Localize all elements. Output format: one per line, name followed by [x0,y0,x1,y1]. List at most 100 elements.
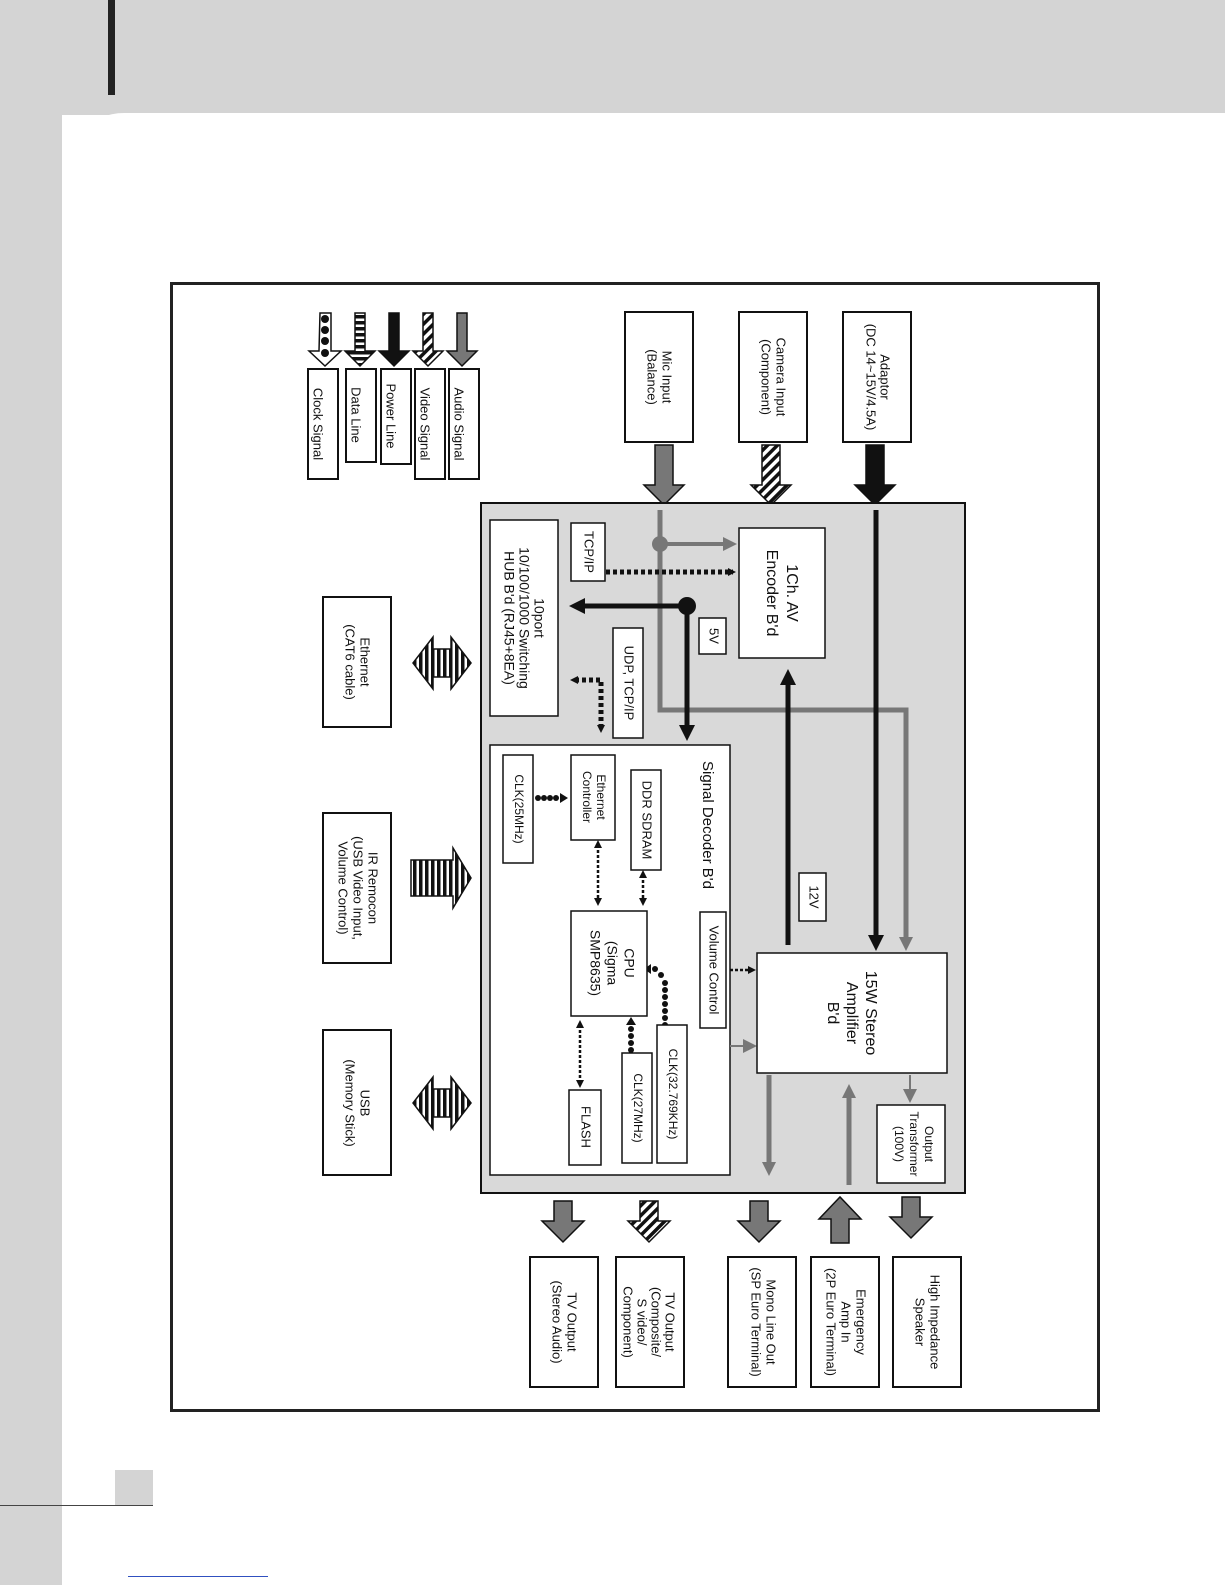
adaptor-power-arrow [853,444,897,507]
ddr-sdram-box: DDR SDRAM [630,769,662,871]
svg-text:(CAT6 cable): (CAT6 cable) [343,624,358,700]
legend: Audio Signal Video Signal Power Line Dat… [307,312,480,480]
svg-text:FLASH: FLASH [579,1106,594,1148]
ir-data-arrow [410,845,472,911]
svg-text:Component): Component) [621,1286,636,1358]
svg-text:Speaker: Speaker [913,1298,928,1347]
usb-data-arrow [412,1074,472,1132]
svg-text:TV Output: TV Output [565,1292,580,1352]
legend-clock-box [307,368,339,480]
svg-text:TV Output: TV Output [663,1292,678,1352]
svg-text:15W Stereo: 15W Stereo [862,971,879,1056]
svg-text:Ethernet: Ethernet [358,637,373,687]
high-impedance-speaker: High Impedance Speaker [888,1196,962,1388]
output-transformer-box: Output Transformer (100V) [876,1104,946,1184]
svg-text:Output: Output [922,1126,936,1163]
tcpip-label-box: TCP/IP [570,522,606,582]
svg-text:Mono Line Out: Mono Line Out [764,1279,779,1365]
legend-power-box [380,368,412,465]
legend-audio-arrow [445,312,479,368]
legend-power-arrow [377,312,411,368]
mic-audio-arrow [642,444,686,507]
svg-text:TCP/IP: TCP/IP [582,531,597,573]
clock-paths [535,793,668,1053]
legend-data-label: Data Line [349,387,364,443]
svg-text:(Sigma: (Sigma [604,941,620,986]
svg-text:CPU: CPU [621,948,637,978]
page-number-box [115,1470,153,1506]
data-paths [570,568,756,1088]
svg-text:Volume Control: Volume Control [707,926,722,1015]
svg-text:10/100/1000 Switching: 10/100/1000 Switching [516,547,532,689]
tv-output-video: TV Output (Composite/ S video/ Component… [615,1200,685,1388]
svg-text:(SP Euro Terminal): (SP Euro Terminal) [749,1267,764,1376]
svg-text:(100V): (100V) [892,1126,906,1162]
footer-link-line [128,1576,268,1577]
svg-text:USB: USB [358,1090,373,1117]
legend-video-arrow [411,312,445,368]
svg-text:Camera Input: Camera Input [774,338,789,417]
svg-text:Amp In: Amp In [839,1301,854,1342]
audio-paths [652,510,917,1185]
svg-text:(Stereo Audio): (Stereo Audio) [550,1280,565,1363]
header-marker-bar [108,0,115,95]
svg-text:(Component): (Component) [759,339,774,415]
legend-data-box [345,368,377,463]
svg-text:Emergency: Emergency [854,1289,869,1355]
mono-line-out: Mono Line Out (SP Euro Terminal) [727,1200,797,1388]
svg-text:CLK(25MHz): CLK(25MHz) [512,774,526,843]
svg-text:Volume Control): Volume Control) [336,841,351,934]
block-diagram-frame: Audio Signal Video Signal Power Line Dat… [170,282,1100,1412]
svg-text:DDR SDRAM: DDR SDRAM [640,781,655,860]
clk-25mhz-box: CLK(25MHz) [502,754,534,864]
svg-text:5V: 5V [707,628,722,644]
svg-text:(Balance): (Balance) [645,349,660,405]
udp-label-box: UDP, TCP/IP [612,627,644,739]
stereo-amplifier-board: 15W Stereo Amplifier B'd [756,952,948,1074]
switching-hub-board: 10port 10/100/1000 Switching HUB B'd (RJ… [489,519,559,717]
input-camera: Camera Input (Component) [738,311,808,507]
legend-data-arrow [343,312,377,368]
svg-text:B'd: B'd [824,1002,841,1025]
legend-audio-box [448,368,480,480]
camera-video-arrow [749,444,793,507]
svg-text:10port: 10port [531,598,547,638]
svg-text:Ethernet: Ethernet [594,774,608,820]
signal-decoder-title: Signal Decoder B'd [699,761,716,889]
svg-text:Amplifier: Amplifier [843,982,860,1045]
input-mic: Mic Input (Balance) [624,311,694,507]
svg-text:CLK(27MHz): CLK(27MHz) [631,1073,645,1142]
svg-text:Adaptor: Adaptor [878,354,893,400]
clk-27mhz-box: CLK(27MHz) [621,1052,653,1164]
legend-clock-label: Clock Signal [311,388,326,460]
svg-text:SMP8635): SMP8635) [587,930,603,996]
encoder-board: 1Ch. AV Encoder B'd [738,527,826,659]
svg-text:Encoder B'd: Encoder B'd [763,550,780,637]
power-paths [569,510,884,951]
svg-text:HUB B'd (RJ45+8EA): HUB B'd (RJ45+8EA) [501,551,517,685]
svg-text:S video/: S video/ [635,1299,650,1346]
input-adaptor: Adaptor (DC 14~15V/4.5A) [842,311,912,507]
volume-control-box: Volume Control [699,911,727,1029]
svg-text:(DC 14~15V/4.5A): (DC 14~15V/4.5A) [864,324,879,431]
svg-text:(Composite/: (Composite/ [649,1287,664,1357]
page-header-band [0,0,1225,115]
legend-video-label: Video Signal [418,388,433,461]
svg-text:(USB Video Input,: (USB Video Input, [351,836,366,940]
svg-text:UDP, TCP/IP: UDP, TCP/IP [622,646,637,721]
tv-output-audio: TV Output (Stereo Audio) [529,1200,599,1388]
clk-32khz-box: CLK(32.769KHz) [656,1024,688,1164]
usb-port: USB (Memory Stick) [322,1029,472,1176]
ethernet-data-arrow [412,634,472,692]
svg-text:12V: 12V [807,885,822,908]
5v-label-box: 5V [698,617,727,655]
flash-box: FLASH [568,1089,602,1166]
svg-text:(Memory Stick): (Memory Stick) [343,1059,358,1146]
svg-text:Mic Input: Mic Input [660,351,675,404]
legend-video-box [414,368,446,480]
svg-text:(2P Euro Terminal): (2P Euro Terminal) [824,1268,839,1376]
svg-text:CLK(32.769KHz): CLK(32.769KHz) [666,1049,680,1140]
emergency-amp-in: Emergency Amp In (2P Euro Terminal) [810,1195,880,1388]
legend-power-label: Power Line [384,383,399,448]
svg-text:High Impedance: High Impedance [928,1275,943,1370]
